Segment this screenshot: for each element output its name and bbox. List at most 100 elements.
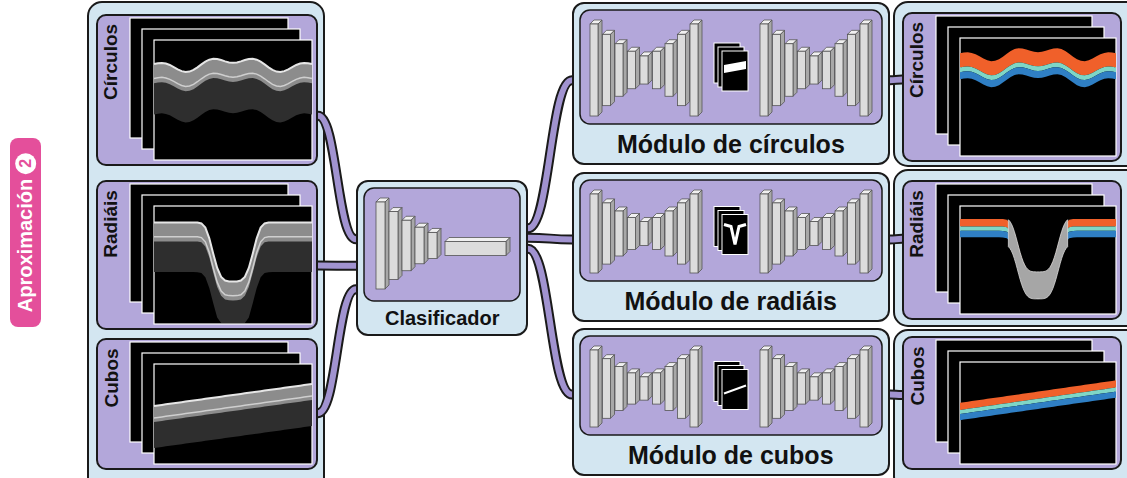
layer-block xyxy=(389,212,398,280)
layer-block-side xyxy=(598,346,602,427)
layer-block-side xyxy=(781,30,785,105)
layer-block xyxy=(665,211,673,256)
segment-cup xyxy=(1008,220,1067,299)
node-illustration xyxy=(936,184,1116,314)
layer-block xyxy=(860,350,868,427)
layer-block xyxy=(603,203,611,264)
layer-block xyxy=(810,222,818,246)
layer-block-side xyxy=(673,363,677,411)
image-frame xyxy=(154,40,312,160)
segment-layer-blue xyxy=(960,67,1116,87)
layer-block-side xyxy=(611,355,615,419)
layer-block-side xyxy=(411,216,415,270)
pipe-outline xyxy=(318,289,356,413)
layer-block xyxy=(835,367,843,411)
layer-block-side xyxy=(868,190,872,273)
layer-block xyxy=(773,359,781,419)
layer-block-side xyxy=(698,190,702,273)
retina-layer xyxy=(154,223,312,301)
retina-edge xyxy=(154,73,312,86)
output-backing xyxy=(894,170,1127,326)
layer-block xyxy=(785,367,793,411)
layer-block-side xyxy=(648,52,652,84)
mini-frame xyxy=(722,370,748,410)
layer-block xyxy=(848,34,856,105)
layer-block-side xyxy=(698,346,702,427)
layer-block xyxy=(415,227,424,264)
node-illustration xyxy=(364,188,520,301)
layer-block-side xyxy=(424,223,428,264)
layer-block xyxy=(860,24,868,116)
pipe-connector xyxy=(318,265,356,266)
image-frame xyxy=(960,362,1116,464)
layer-block-side xyxy=(437,228,441,258)
badge-content: Aproximación2 xyxy=(14,152,37,311)
layer-block xyxy=(823,51,831,88)
layer-block-side xyxy=(698,20,702,116)
module-label: Módulo de círculos xyxy=(617,130,845,159)
layer-block xyxy=(785,44,793,97)
layer-block-side xyxy=(781,199,785,264)
mini-mask xyxy=(724,61,746,73)
input-group-panel xyxy=(88,2,324,478)
layer-block-side xyxy=(623,363,627,411)
retina-edge xyxy=(154,59,312,72)
layer-block xyxy=(760,194,768,273)
pipe-fill xyxy=(890,392,902,398)
retina-edge xyxy=(154,384,312,406)
layer-block xyxy=(823,217,831,249)
mini-mask xyxy=(724,386,746,394)
layer-block-side xyxy=(843,40,847,97)
layer-block-side xyxy=(611,199,615,264)
layer-block-side xyxy=(661,213,665,249)
pipe-fill xyxy=(318,289,356,413)
module-label: Módulo de cubos xyxy=(628,441,834,470)
pipe-outline xyxy=(890,75,902,86)
inner-panel xyxy=(364,188,520,301)
layer-block xyxy=(640,56,648,84)
layer-block xyxy=(798,51,806,88)
layer-block xyxy=(823,373,831,404)
layer-block-side xyxy=(781,355,785,419)
retina-tissue xyxy=(154,223,312,323)
layer-block xyxy=(690,350,698,427)
layer-block-side xyxy=(806,369,810,404)
layer-block-side xyxy=(818,52,822,84)
layer-block-side xyxy=(673,40,677,97)
layer-block-side xyxy=(831,213,835,249)
layer-block xyxy=(590,350,598,427)
layer-block-side xyxy=(831,47,835,88)
layer-block xyxy=(603,359,611,419)
image-frame xyxy=(960,206,1116,314)
layer-block xyxy=(810,377,818,400)
layer-block-side xyxy=(648,218,652,246)
image-frame xyxy=(154,364,312,464)
layer-block-side xyxy=(843,363,847,411)
retina-layer xyxy=(154,59,312,91)
retina-edge xyxy=(154,396,312,418)
node-illustration xyxy=(130,342,312,464)
layer-block-side xyxy=(818,218,822,246)
layer-block-side xyxy=(793,363,797,411)
layer-block xyxy=(810,56,818,84)
node-illustration xyxy=(130,184,312,324)
layer-block-side xyxy=(636,369,640,404)
layer-block xyxy=(628,51,636,88)
pipe-connector xyxy=(318,289,356,413)
pipe-outline xyxy=(890,390,902,400)
retina-layer xyxy=(154,384,312,422)
layer-block-side xyxy=(398,208,402,280)
pipe-outline xyxy=(318,261,356,271)
layer-block xyxy=(773,203,781,264)
layer-block xyxy=(628,373,636,404)
node-illustration xyxy=(936,16,1116,156)
pipe-fill xyxy=(318,263,356,269)
pipe-fill xyxy=(318,116,356,239)
layer-block xyxy=(785,211,793,256)
layer-block-side xyxy=(768,20,772,116)
layer-block xyxy=(665,44,673,97)
pipe-outline xyxy=(528,80,572,228)
layer-block-side xyxy=(806,213,810,249)
